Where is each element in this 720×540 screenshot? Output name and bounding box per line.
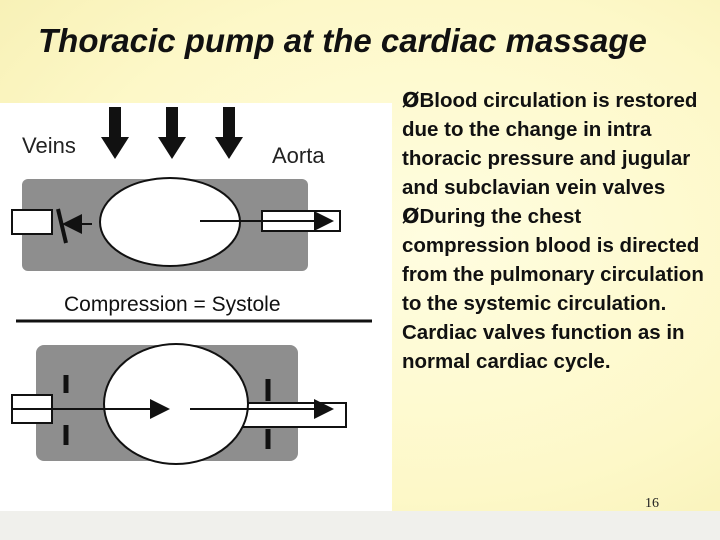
aorta-label: Aorta: [272, 143, 325, 168]
relaxed-chamber: [11, 343, 347, 465]
bullet-item: ØDuring the chest compression blood is d…: [402, 202, 714, 376]
bottom-strip: [0, 511, 720, 540]
veins-label: Veins: [22, 133, 76, 158]
arrow-bullet-icon: Ø: [402, 88, 420, 112]
bullet-text: Blood circulation is restored due to the…: [402, 89, 698, 199]
compression-label: Compression = Systole: [64, 293, 281, 316]
thoracic-pump-diagram: Veins Aorta Compression = Systole: [0, 103, 392, 511]
bullet-item: ØBlood circulation is restored due to th…: [402, 86, 714, 202]
arrow-bullet-icon: Ø: [402, 204, 420, 228]
compressed-chamber: [11, 177, 341, 271]
bullet-list: ØBlood circulation is restored due to th…: [402, 86, 714, 376]
slide-title: Thoracic pump at the cardiac massage: [38, 22, 647, 59]
compression-arrows: [101, 107, 243, 159]
page-number: 16: [645, 496, 659, 511]
bullet-text: During the chest compression blood is di…: [402, 205, 704, 373]
